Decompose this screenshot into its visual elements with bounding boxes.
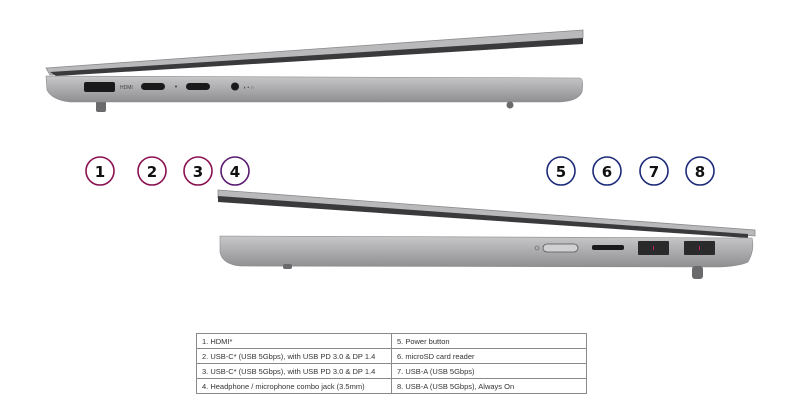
svg-text:6: 6: [602, 163, 612, 181]
svg-text:7: 7: [649, 163, 659, 181]
svg-text:4: 4: [230, 163, 240, 181]
hdmi-port: [84, 82, 115, 92]
callout-3: 3: [183, 156, 213, 186]
callout-2: 2: [137, 156, 167, 186]
port-legend-table: 1. HDMI*5. Power button 2. USB-C* (USB 5…: [196, 333, 587, 394]
callout-6: 6: [592, 156, 622, 186]
audio-jack: [231, 82, 239, 91]
svg-text:5: 5: [556, 163, 566, 181]
foot: [96, 100, 106, 112]
usb-c-port-1: [141, 83, 165, 90]
microsd-slot: [592, 245, 624, 250]
svg-text:1: 1: [95, 163, 105, 181]
table-row: 3. USB-C* (USB 5Gbps), with USB PD 3.0 &…: [196, 363, 587, 379]
table-row: 4. Headphone / microphone combo jack (3.…: [196, 378, 587, 394]
callout-8: 8: [685, 156, 715, 186]
svg-text:2: 2: [147, 163, 157, 181]
svg-text:◖ • ∩: ◖ • ∩: [243, 85, 254, 91]
usb-c-port-2: [186, 83, 210, 90]
laptop-right-side: [217, 189, 756, 279]
callout-lines: [99, 90, 701, 245]
table-row: 2. USB-C* (USB 5Gbps), with USB PD 3.0 &…: [196, 348, 587, 364]
callout-7: 7: [639, 156, 669, 186]
table-row: 1. HDMI*5. Power button: [196, 333, 587, 349]
callout-1: 1: [85, 156, 115, 186]
power-button: [542, 243, 579, 253]
callout-5: 5: [546, 156, 576, 186]
svg-text:3: 3: [193, 163, 203, 181]
hdmi-label: HDMI: [120, 85, 133, 91]
callout-4: 4: [220, 156, 250, 186]
svg-text:8: 8: [695, 163, 705, 181]
laptop-left-side: HDMI ◖ • ∩: [45, 29, 584, 112]
